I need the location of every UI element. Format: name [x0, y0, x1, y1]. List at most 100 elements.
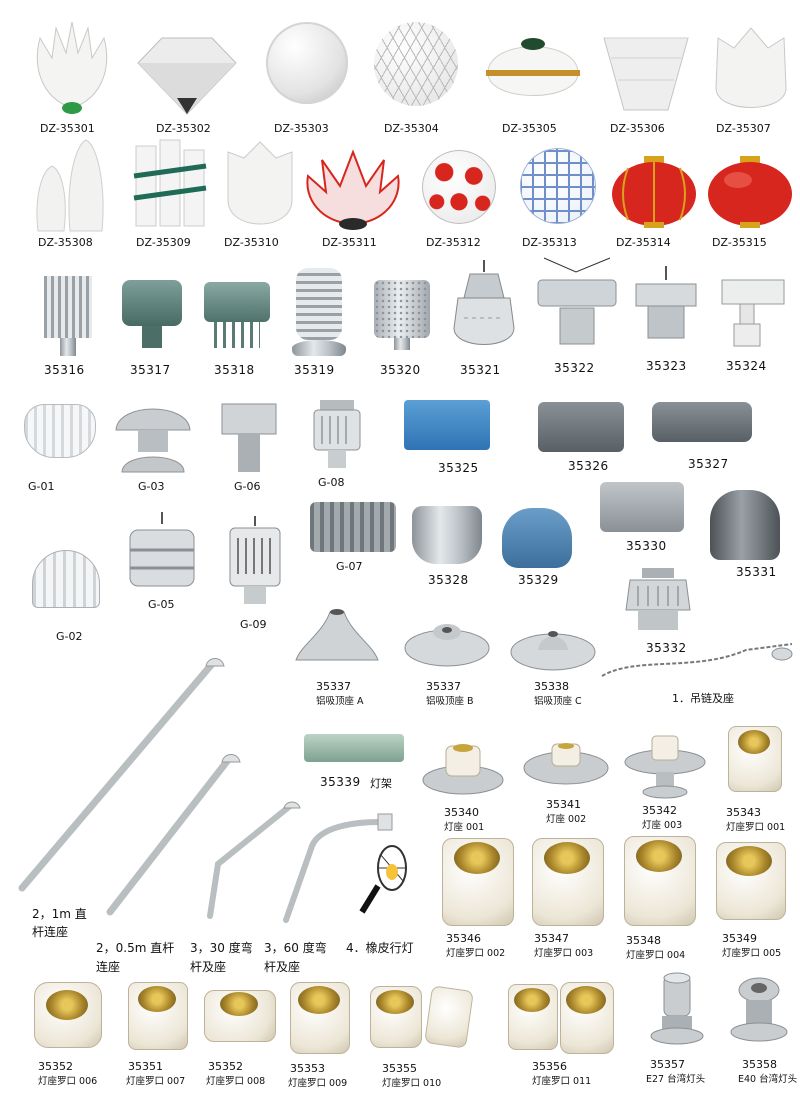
- socket-thread-icon: [220, 992, 258, 1016]
- product-chain[interactable]: 1．吊链及座: [596, 636, 800, 708]
- vented-column-lamp-icon: [229, 516, 281, 604]
- product-35327[interactable]: 35327: [648, 396, 768, 476]
- double-ballast-box-icon: [652, 402, 752, 442]
- product-code: DZ-35309: [136, 236, 191, 249]
- product-name: 灯座罗口 010: [382, 1078, 442, 1089]
- product-35328[interactable]: 35328: [406, 494, 490, 592]
- product-35356[interactable]: 35356 灯座罗口 011: [500, 976, 620, 1090]
- product-code: 35339: [320, 775, 361, 789]
- product-35347[interactable]: 35347 灯座罗口 003: [526, 832, 622, 962]
- product-35330[interactable]: 35330: [596, 474, 692, 558]
- product-35323[interactable]: 35323: [628, 264, 704, 378]
- product-mount-a[interactable]: 35337 铝吸顶座 A: [292, 604, 382, 710]
- product-g-02[interactable]: G-02: [24, 544, 116, 648]
- red-lotus-globe-icon: [306, 149, 400, 230]
- product-dz-35302[interactable]: DZ-35302: [132, 18, 242, 138]
- pole-4-label-2: 杆及座: [264, 960, 301, 974]
- product-35329[interactable]: 35329: [496, 500, 580, 592]
- product-code: 35329: [518, 573, 559, 587]
- product-35355[interactable]: 35355 灯座罗口 010: [362, 978, 478, 1090]
- faceted-cone-globe-icon: [603, 37, 689, 111]
- product-dz-35308[interactable]: DZ-35308: [30, 136, 120, 254]
- product-35320[interactable]: 35320: [364, 268, 444, 380]
- vented-bell-lamp-icon: [625, 568, 691, 630]
- product-code: DZ-35313: [522, 236, 577, 249]
- product-code: DZ-35306: [610, 122, 665, 135]
- geodesic-globe-icon: [374, 22, 458, 106]
- product-35324[interactable]: 35324: [712, 270, 800, 380]
- product-code: G-07: [336, 560, 363, 573]
- product-code: DZ-35307: [716, 122, 771, 135]
- cylinder-cap-lamp-icon: [710, 490, 780, 560]
- product-g-03[interactable]: G-03: [108, 396, 200, 496]
- product-g-07[interactable]: G-07: [306, 498, 402, 578]
- product-g-06[interactable]: G-06: [214, 398, 290, 496]
- product-g-09[interactable]: G-09: [222, 514, 292, 632]
- product-35346[interactable]: 35346 灯座罗口 002: [436, 832, 522, 962]
- product-35357[interactable]: 35357 E27 台湾灯头: [642, 970, 722, 1090]
- product-35343[interactable]: 35343 灯座罗口 001: [714, 720, 800, 834]
- product-code: DZ-35305: [502, 122, 557, 135]
- product-code: 35343: [726, 806, 761, 819]
- product-35322[interactable]: 35322: [530, 254, 624, 380]
- lamp-holder-icon: [422, 744, 504, 795]
- aluminum-ceiling-mount-icon: [510, 631, 596, 671]
- product-dz-35313[interactable]: DZ-35313: [514, 136, 604, 254]
- socket-thread-icon: [46, 990, 88, 1020]
- hanging-chain-icon: [601, 643, 793, 677]
- product-35326[interactable]: 35326: [534, 398, 634, 478]
- product-g-05[interactable]: G-05: [122, 510, 204, 614]
- product-code: 35328: [428, 573, 469, 587]
- straight-pole-2-1m-icon: [18, 658, 225, 892]
- product-mount-b[interactable]: 35337 铝吸顶座 B: [402, 610, 492, 710]
- product-35341[interactable]: 35341 灯座 002: [520, 738, 616, 830]
- product-dz-35310[interactable]: DZ-35310: [222, 136, 302, 254]
- product-35339[interactable]: 35339 灯架: [300, 730, 412, 794]
- product-35349[interactable]: 35349 灯座罗口 005: [706, 836, 800, 962]
- product-35321[interactable]: 35321: [444, 258, 524, 380]
- product-dz-35314[interactable]: DZ-35314: [608, 136, 704, 254]
- product-g-08[interactable]: G-08: [304, 396, 374, 492]
- product-name: 灯座罗口 007: [126, 1076, 186, 1087]
- product-35317[interactable]: 35317: [112, 262, 198, 380]
- product-code: 35352: [38, 1060, 73, 1073]
- product-35342[interactable]: 35342 灯座 003: [620, 732, 710, 834]
- ufo-globe-icon: [486, 38, 580, 96]
- product-dz-35307[interactable]: DZ-35307: [706, 18, 800, 138]
- ceramic-socket-icon: [204, 990, 276, 1042]
- socket-thread-icon: [298, 986, 340, 1014]
- product-dz-35304[interactable]: DZ-35304: [368, 18, 468, 138]
- product-35316[interactable]: 35316: [30, 268, 110, 380]
- product-35325[interactable]: 35325: [398, 396, 508, 480]
- product-code: G-02: [56, 630, 83, 643]
- product-dz-35303[interactable]: DZ-35303: [258, 18, 358, 138]
- product-mount-c[interactable]: 35338 铝吸顶座 C: [508, 612, 602, 710]
- product-code: 35338: [534, 680, 569, 693]
- product-35319[interactable]: 35319: [284, 256, 360, 380]
- product-35358[interactable]: 35358 E40 台湾灯头: [724, 974, 800, 1090]
- product-35332[interactable]: 35332: [620, 566, 700, 660]
- product-dz-35315[interactable]: DZ-35315: [704, 136, 800, 254]
- product-35352-008[interactable]: 35352 灯座罗口 008: [198, 982, 284, 1090]
- product-code: DZ-35308: [38, 236, 93, 249]
- product-code: 35342: [642, 804, 677, 817]
- product-dz-35311[interactable]: DZ-35311: [300, 136, 410, 254]
- product-dz-35305[interactable]: DZ-35305: [478, 18, 588, 138]
- product-35340[interactable]: 35340 灯座 001: [418, 740, 508, 836]
- e40-lamp-cap-icon: [730, 977, 788, 1042]
- product-g-01[interactable]: G-01: [18, 398, 102, 494]
- product-35352-006[interactable]: 35352 灯座罗口 006: [26, 978, 112, 1090]
- socket-thread-icon: [514, 988, 550, 1012]
- product-dz-35309[interactable]: DZ-35309: [130, 136, 220, 254]
- product-dz-35306[interactable]: DZ-35306: [596, 18, 696, 138]
- product-35353[interactable]: 35353 灯座罗口 009: [282, 978, 364, 1090]
- product-code: 35332: [646, 641, 687, 655]
- product-35348[interactable]: 35348 灯座罗口 004: [616, 830, 712, 962]
- product-35331[interactable]: 35331: [706, 486, 800, 582]
- ceramic-socket-icon: [370, 986, 422, 1048]
- product-35351[interactable]: 35351 灯座罗口 007: [118, 978, 204, 1090]
- product-dz-35301[interactable]: DZ-35301: [22, 18, 122, 138]
- socket-thread-icon: [726, 846, 772, 876]
- product-dz-35312[interactable]: DZ-35312: [418, 136, 508, 254]
- product-35318[interactable]: 35318: [196, 262, 282, 380]
